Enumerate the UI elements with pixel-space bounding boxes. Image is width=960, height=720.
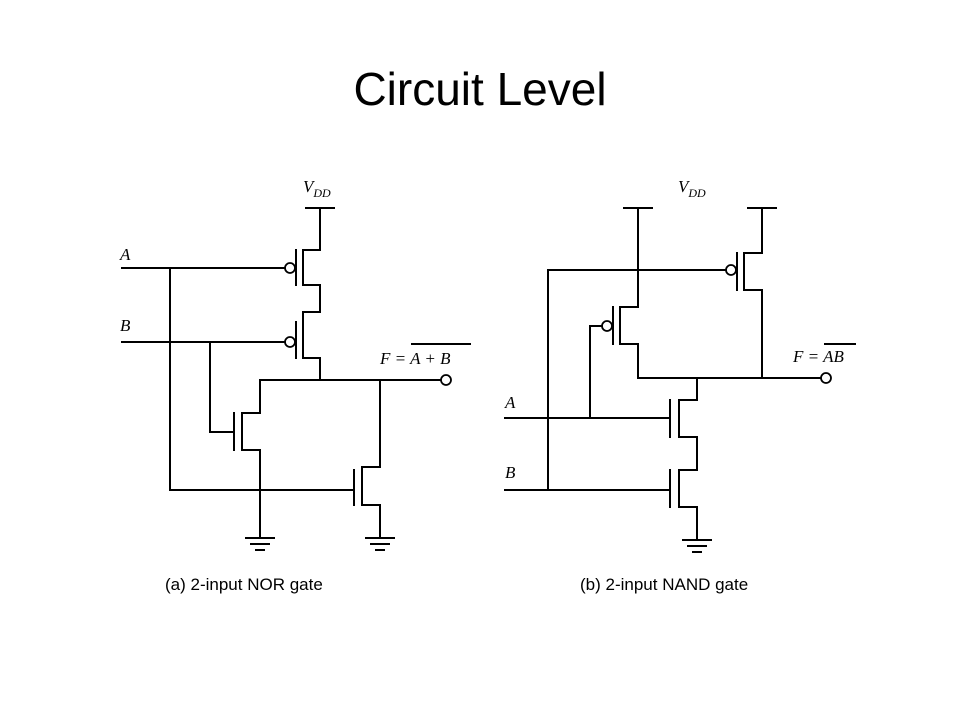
nand-caption: (b) 2-input NAND gate <box>580 575 748 594</box>
nor-pmos-b <box>284 311 321 381</box>
nand-output-expression: AB <box>822 347 844 366</box>
nor-input-b-label: B <box>120 316 131 335</box>
nor-caption: (a) 2-input NOR gate <box>165 575 323 594</box>
nor-pmos-b-bubble <box>284 336 296 348</box>
nor-nmos-b <box>209 379 261 539</box>
nor-pmos-a-bubble <box>284 262 296 274</box>
nand-nmos-b <box>669 469 698 541</box>
nor-ground-right-icon <box>365 537 395 551</box>
nand-ground-icon <box>682 539 712 553</box>
nand-output-label: F = AB <box>792 347 844 366</box>
nand-output-terminal <box>820 372 832 384</box>
nand-nmos-a <box>669 377 698 471</box>
nor-input-a-label: A <box>119 245 131 264</box>
nor-ground-left-icon <box>245 537 275 551</box>
nand-gate-circuit: VDD A B <box>504 177 856 594</box>
nand-pmos-b <box>589 207 639 379</box>
nand-pmos-a <box>725 207 763 379</box>
nand-vdd-label: VDD <box>678 177 706 200</box>
nand-input-b-label: B <box>505 463 516 482</box>
nor-output-expression: A + B <box>409 349 451 368</box>
slide-title: Circuit Level <box>353 63 607 115</box>
nor-pmos-a <box>284 249 321 313</box>
nor-vdd-label: VDD <box>303 177 331 200</box>
nand-input-a-label: A <box>504 393 516 412</box>
nand-pmos-a-bubble <box>725 264 737 276</box>
nor-nmos-a <box>169 379 381 539</box>
nor-gate-circuit: VDD A B F = A + B <box>119 177 471 594</box>
nor-output-label: F = A + B <box>379 349 451 368</box>
nand-pmos-b-bubble <box>601 320 613 332</box>
nor-output-terminal <box>440 374 452 386</box>
